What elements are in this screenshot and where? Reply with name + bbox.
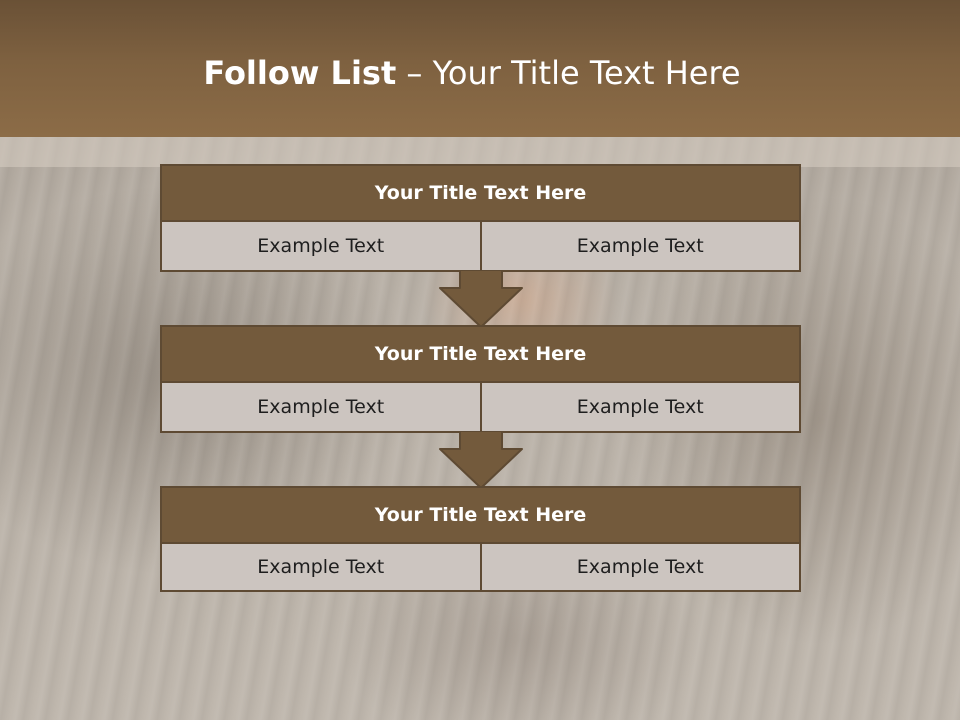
page-title: Follow List – Your Title Text Here <box>0 54 944 92</box>
header-shadow-band <box>0 137 960 167</box>
step-title-2: Your Title Text Here <box>162 327 799 383</box>
title-rest: – Your Title Text Here <box>396 54 741 92</box>
step-box-1: Your Title Text Here Example Text Exampl… <box>160 164 801 272</box>
step-1-right-text: Example Text <box>479 222 799 270</box>
step-1-left-text: Example Text <box>162 222 480 270</box>
step-title-3: Your Title Text Here <box>162 488 799 544</box>
step-2-right-text: Example Text <box>479 383 799 431</box>
title-bold: Follow List <box>203 54 397 92</box>
step-3-left-text: Example Text <box>162 544 480 590</box>
step-2-left-text: Example Text <box>162 383 480 431</box>
step-title-1: Your Title Text Here <box>162 166 799 222</box>
down-arrow-icon <box>439 270 523 328</box>
step-3-right-text: Example Text <box>479 544 799 590</box>
step-box-2: Your Title Text Here Example Text Exampl… <box>160 325 801 433</box>
down-arrow-icon <box>439 431 523 489</box>
step-box-3: Your Title Text Here Example Text Exampl… <box>160 486 801 592</box>
title-bar: Follow List – Your Title Text Here <box>0 0 960 137</box>
